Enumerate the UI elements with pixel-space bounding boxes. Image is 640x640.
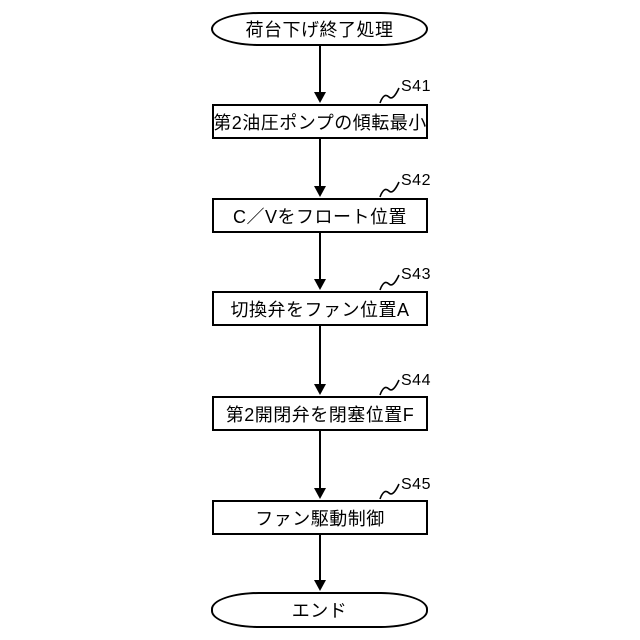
step-label-s43: S43: [401, 266, 431, 283]
step-label-s41: S41: [401, 78, 431, 95]
process-box-s44: 第2開閉弁を閉塞位置F: [212, 396, 428, 431]
step-label-s45: S45: [401, 476, 431, 493]
node-label: ファン駆動制御: [255, 508, 385, 529]
node-label: 荷台下げ終了処理: [245, 20, 394, 40]
step-label-s42: S42: [401, 172, 431, 189]
process-box-s45: ファン駆動制御: [212, 500, 428, 535]
node-label: 切換弁をファン位置A: [230, 299, 410, 320]
node-label: エンド: [291, 601, 348, 621]
node-label: 第2油圧ポンプの傾転最小: [213, 112, 427, 133]
process-box-s43: 切換弁をファン位置A: [212, 291, 428, 326]
step-leader-squiggles: [379, 87, 400, 500]
arrow-heads: [314, 92, 326, 591]
node-start-terminal: 荷台下げ終了処理: [211, 12, 428, 46]
node-label: 第2開閉弁を閉塞位置F: [225, 404, 415, 425]
step-label-s44: S44: [401, 372, 431, 389]
node-end-terminal: エンド: [211, 592, 428, 628]
process-box-s42: C／Vをフロート位置: [212, 198, 428, 233]
process-box-s41: 第2油圧ポンプの傾転最小: [212, 104, 428, 139]
node-label: C／Vをフロート位置: [232, 206, 407, 227]
